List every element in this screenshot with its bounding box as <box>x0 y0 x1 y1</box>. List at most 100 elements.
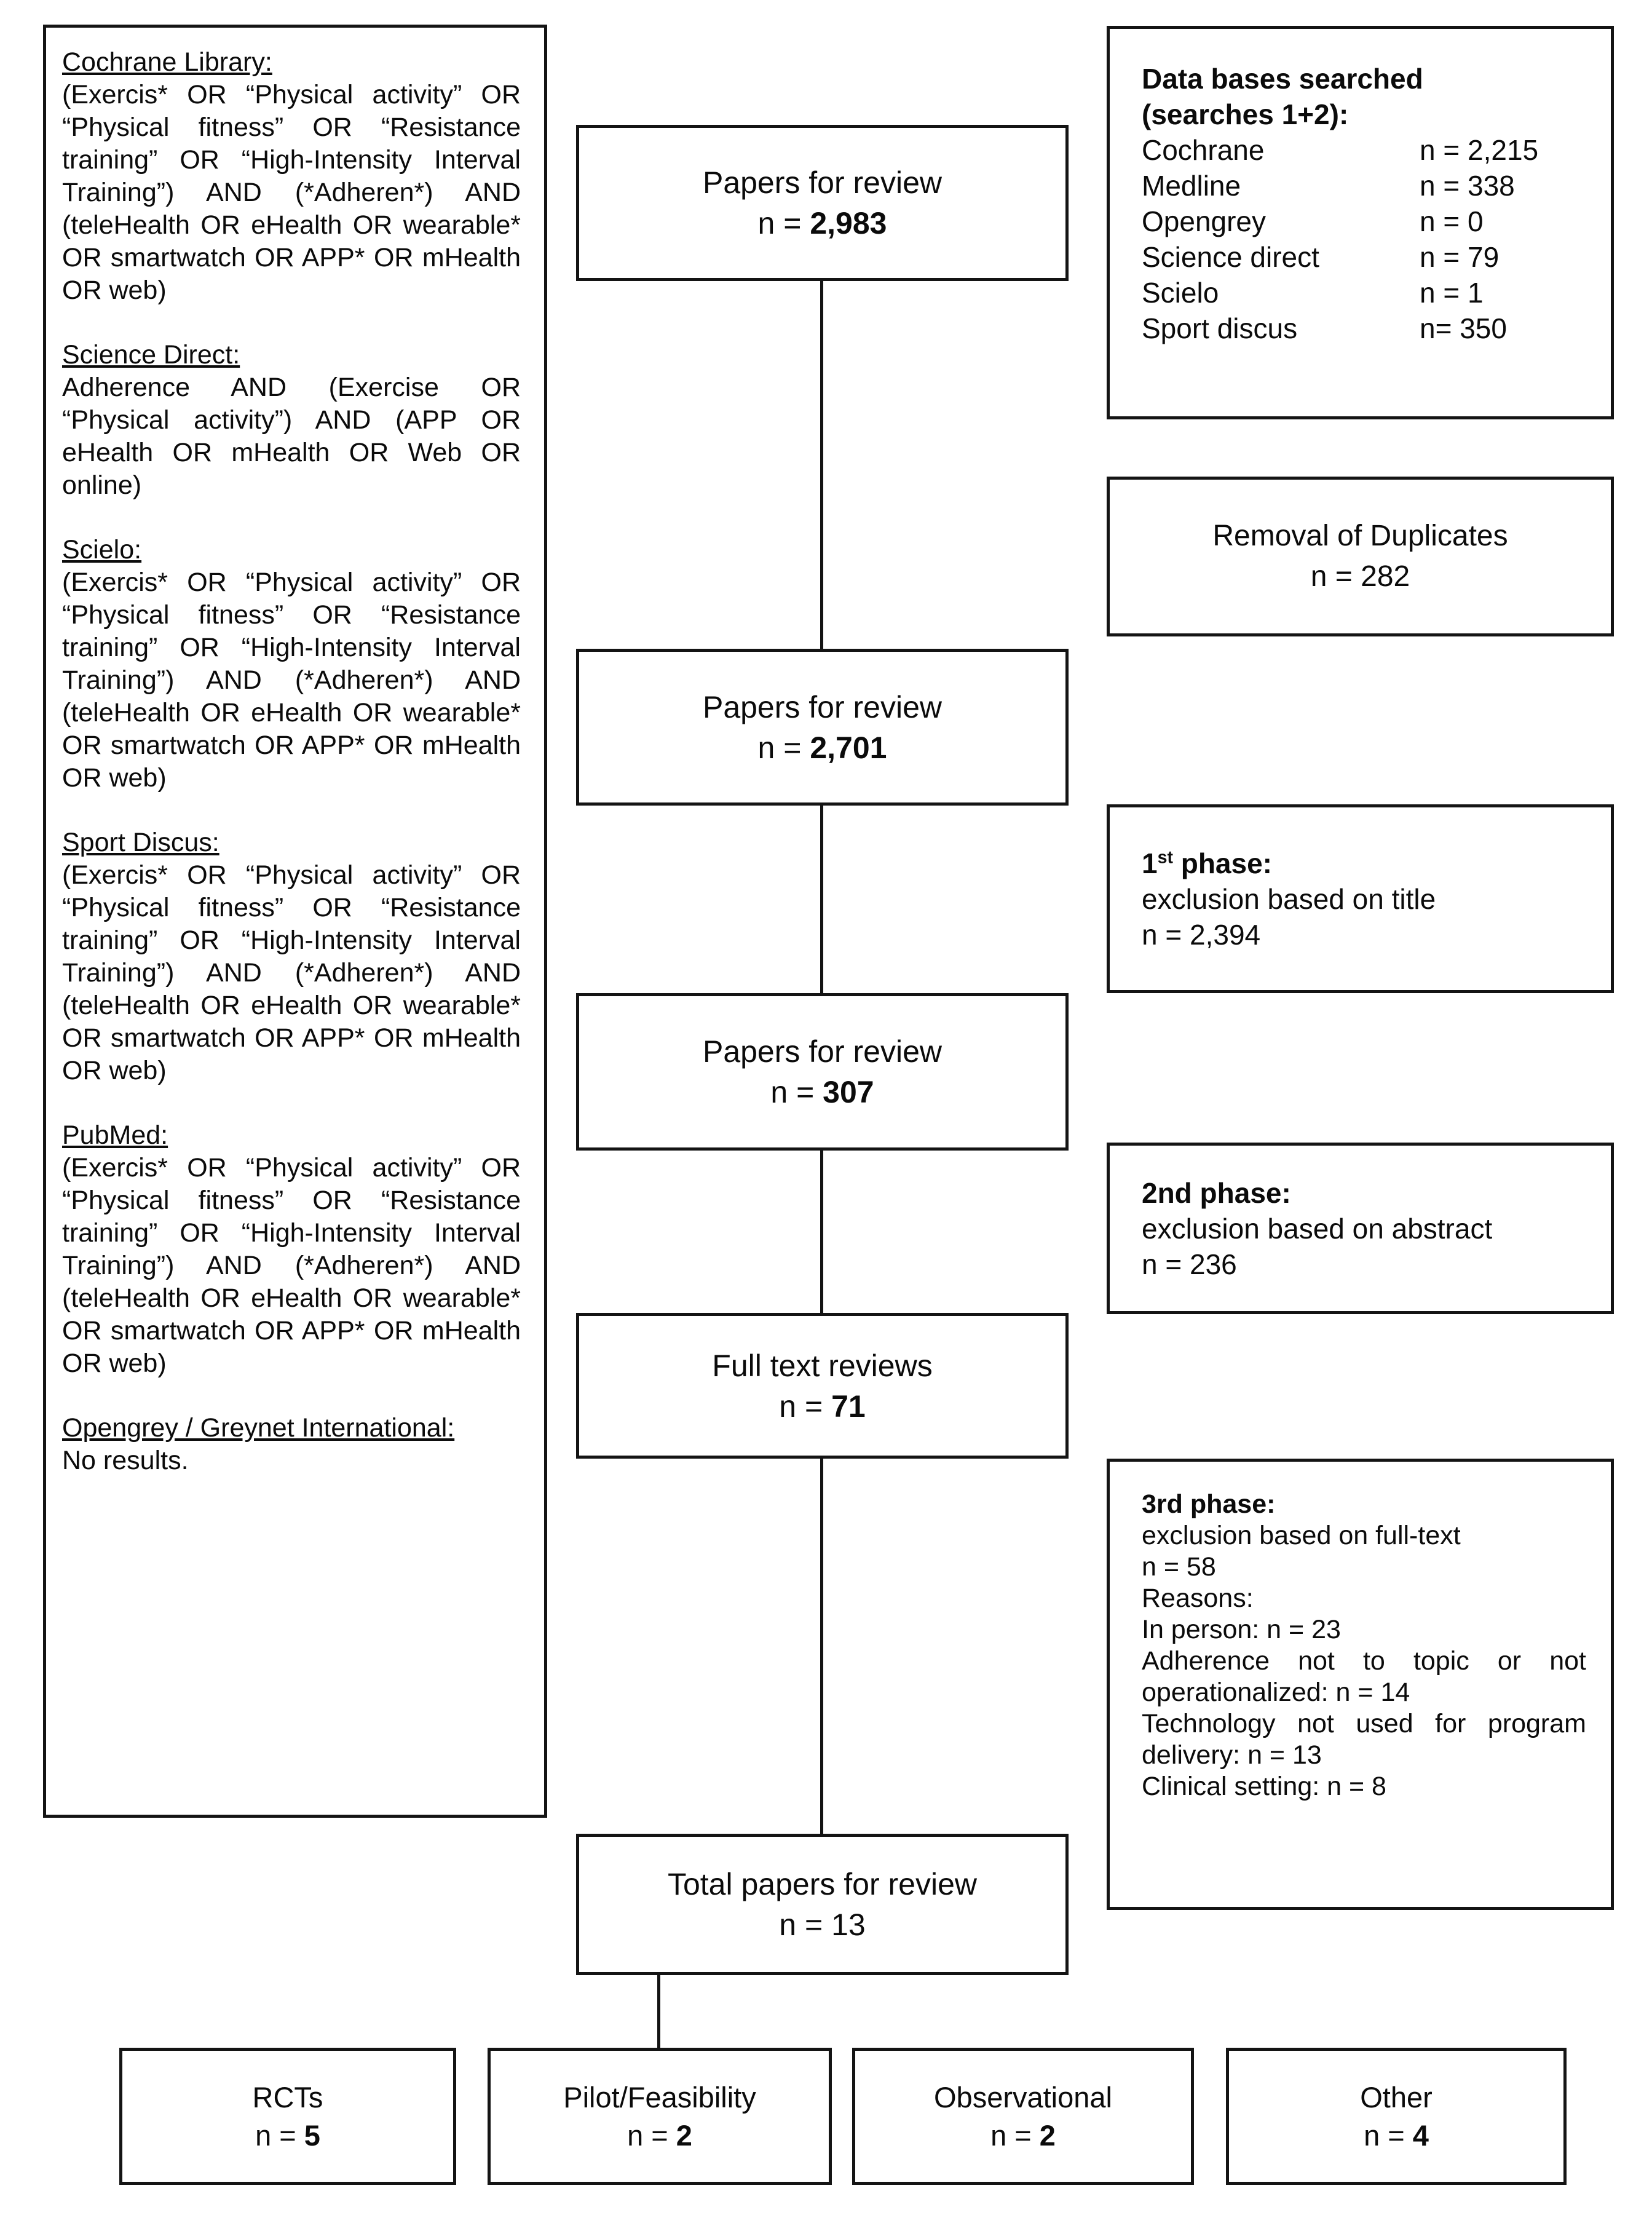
database-count: n= 350 <box>1420 312 1507 344</box>
phase2-title: 2nd phase: <box>1142 1176 1291 1209</box>
count-value: 2 <box>676 2118 692 2152</box>
search-string: (Exercis* OR “Physical activity” OR “Phy… <box>62 80 521 305</box>
category-label: Observational <box>934 2080 1112 2114</box>
count-value: 4 <box>1412 2118 1429 2152</box>
count-value: 71 <box>831 1389 866 1424</box>
connector-line-2 <box>820 806 823 993</box>
count-prefix: n = <box>779 1389 832 1424</box>
category-count: n = 4 <box>1364 2117 1429 2155</box>
count-value: 2,983 <box>810 206 887 240</box>
search-section-pubmed: PubMed: (Exercis* OR “Physical activity”… <box>62 1119 521 1380</box>
count-prefix: n = <box>770 1075 823 1109</box>
category-box-observational: Observational n = 2 <box>852 2048 1194 2185</box>
duplicates-count: n = 282 <box>1310 560 1410 593</box>
database-name: Cochrane <box>1142 134 1265 166</box>
count-value: 2 <box>1039 2118 1056 2152</box>
phase1-title-rest: phase: <box>1172 847 1272 879</box>
database-count: n = 79 <box>1420 241 1500 273</box>
phase3-title: 3rd phase: <box>1142 1489 1276 1519</box>
removal-of-duplicates-box: Removal of Duplicates n = 282 <box>1107 477 1614 636</box>
phase3-count: n = 58 <box>1142 1552 1216 1582</box>
search-section-heading: PubMed: <box>62 1120 168 1150</box>
connector-line-4 <box>820 1459 823 1834</box>
phase3-reason-technology: Technology not used for program delivery… <box>1142 1709 1586 1770</box>
count-value: 13 <box>831 1908 866 1942</box>
search-section-cochrane: Cochrane Library: (Exercis* OR “Physical… <box>62 46 521 307</box>
flow-box-count: n = 2,983 <box>758 203 887 244</box>
database-row-opengrey: Opengrey n = 0 <box>1142 204 1592 239</box>
search-section-heading: Cochrane Library: <box>62 47 272 77</box>
phase1-count: n = 2,394 <box>1142 918 1261 951</box>
phase1-description: exclusion based on title <box>1142 882 1436 915</box>
search-section-heading: Opengrey / Greynet International: <box>62 1413 455 1443</box>
flow-box-count: n = 307 <box>770 1072 874 1112</box>
flow-box-papers-for-review-3: Papers for review n = 307 <box>576 993 1069 1151</box>
phase2-description: exclusion based on abstract <box>1142 1212 1493 1245</box>
search-section-scielo: Scielo: (Exercis* OR “Physical activity”… <box>62 534 521 794</box>
connector-line-3 <box>820 1151 823 1313</box>
flow-box-label: Total papers for review <box>667 1867 977 1901</box>
database-name: Opengrey <box>1142 205 1267 237</box>
database-row-scielo: Scielo n = 1 <box>1142 275 1592 311</box>
phase3-description: exclusion based on full-text <box>1142 1521 1461 1550</box>
phase1-number: 1 <box>1142 847 1158 879</box>
database-row-medline: Medline n = 338 <box>1142 168 1592 204</box>
count-prefix: n = <box>255 2118 304 2152</box>
category-label: RCTs <box>252 2080 323 2114</box>
flow-box-count: n = 2,701 <box>758 727 887 768</box>
database-count: n = 338 <box>1420 170 1515 202</box>
search-string: No results. <box>62 1446 189 1475</box>
category-box-rcts: RCTs n = 5 <box>119 2048 456 2185</box>
phase3-reason-clinical: Clinical setting: n = 8 <box>1142 1772 1386 1801</box>
category-count: n = 2 <box>627 2117 692 2155</box>
category-count: n = 5 <box>255 2117 320 2155</box>
category-label: Pilot/Feasibility <box>563 2080 756 2114</box>
phase3-reason-in-person: In person: n = 23 <box>1142 1615 1341 1644</box>
count-prefix: n = <box>627 2118 676 2152</box>
flow-box-label: Papers for review <box>702 165 943 200</box>
count-prefix: n = <box>757 206 810 240</box>
flow-box-count: n = 71 <box>779 1386 865 1427</box>
duplicates-label: Removal of Duplicates <box>1212 520 1508 552</box>
database-name: Medline <box>1142 170 1241 202</box>
flow-box-papers-for-review-2: Papers for review n = 2,701 <box>576 649 1069 806</box>
search-section-heading: Scielo: <box>62 535 142 565</box>
search-section-heading: Sport Discus: <box>62 828 219 857</box>
databases-searched-box: Data bases searched (searches 1+2): Coch… <box>1107 26 1614 419</box>
phase1-exclusion-box: 1st phase: exclusion based on title n = … <box>1107 804 1614 993</box>
category-box-other: Other n = 4 <box>1226 2048 1567 2185</box>
search-string: Adherence AND (Exercise OR “Physical act… <box>62 373 521 500</box>
phase3-reasons-label: Reasons: <box>1142 1583 1254 1613</box>
count-value: 307 <box>823 1075 874 1109</box>
flow-box-label: Full text reviews <box>712 1348 933 1383</box>
connector-line-5 <box>657 1975 660 2048</box>
category-box-pilot-feasibility: Pilot/Feasibility n = 2 <box>488 2048 832 2185</box>
flow-box-label: Papers for review <box>702 689 943 724</box>
category-label: Other <box>1360 2080 1433 2114</box>
search-section-heading: Science Direct: <box>62 340 240 370</box>
count-prefix: n = <box>757 730 810 765</box>
database-count: n = 0 <box>1420 205 1484 237</box>
phase1-title: 1st phase: <box>1142 846 1589 881</box>
flow-box-full-text-reviews: Full text reviews n = 71 <box>576 1313 1069 1459</box>
database-name: Scielo <box>1142 277 1219 309</box>
flow-box-label: Papers for review <box>702 1034 943 1069</box>
connector-line-1 <box>820 281 823 649</box>
category-count: n = 2 <box>990 2117 1056 2155</box>
count-value: 5 <box>304 2118 320 2152</box>
count-value: 2,701 <box>810 730 887 765</box>
database-count: n = 1 <box>1420 277 1484 309</box>
search-strategies-panel: Cochrane Library: (Exercis* OR “Physical… <box>43 25 547 1818</box>
flow-box-total-papers: Total papers for review n = 13 <box>576 1834 1069 1975</box>
search-string: (Exercis* OR “Physical activity” OR “Phy… <box>62 860 521 1085</box>
flow-box-papers-for-review-1: Papers for review n = 2,983 <box>576 125 1069 281</box>
database-name: Science direct <box>1142 241 1319 273</box>
count-prefix: n = <box>990 2118 1040 2152</box>
phase3-exclusion-box: 3rd phase: exclusion based on full-text … <box>1107 1459 1614 1910</box>
search-string: (Exercis* OR “Physical activity” OR “Phy… <box>62 1153 521 1378</box>
phase2-count: n = 236 <box>1142 1248 1237 1280</box>
database-row-science-direct: Science direct n = 79 <box>1142 239 1592 275</box>
